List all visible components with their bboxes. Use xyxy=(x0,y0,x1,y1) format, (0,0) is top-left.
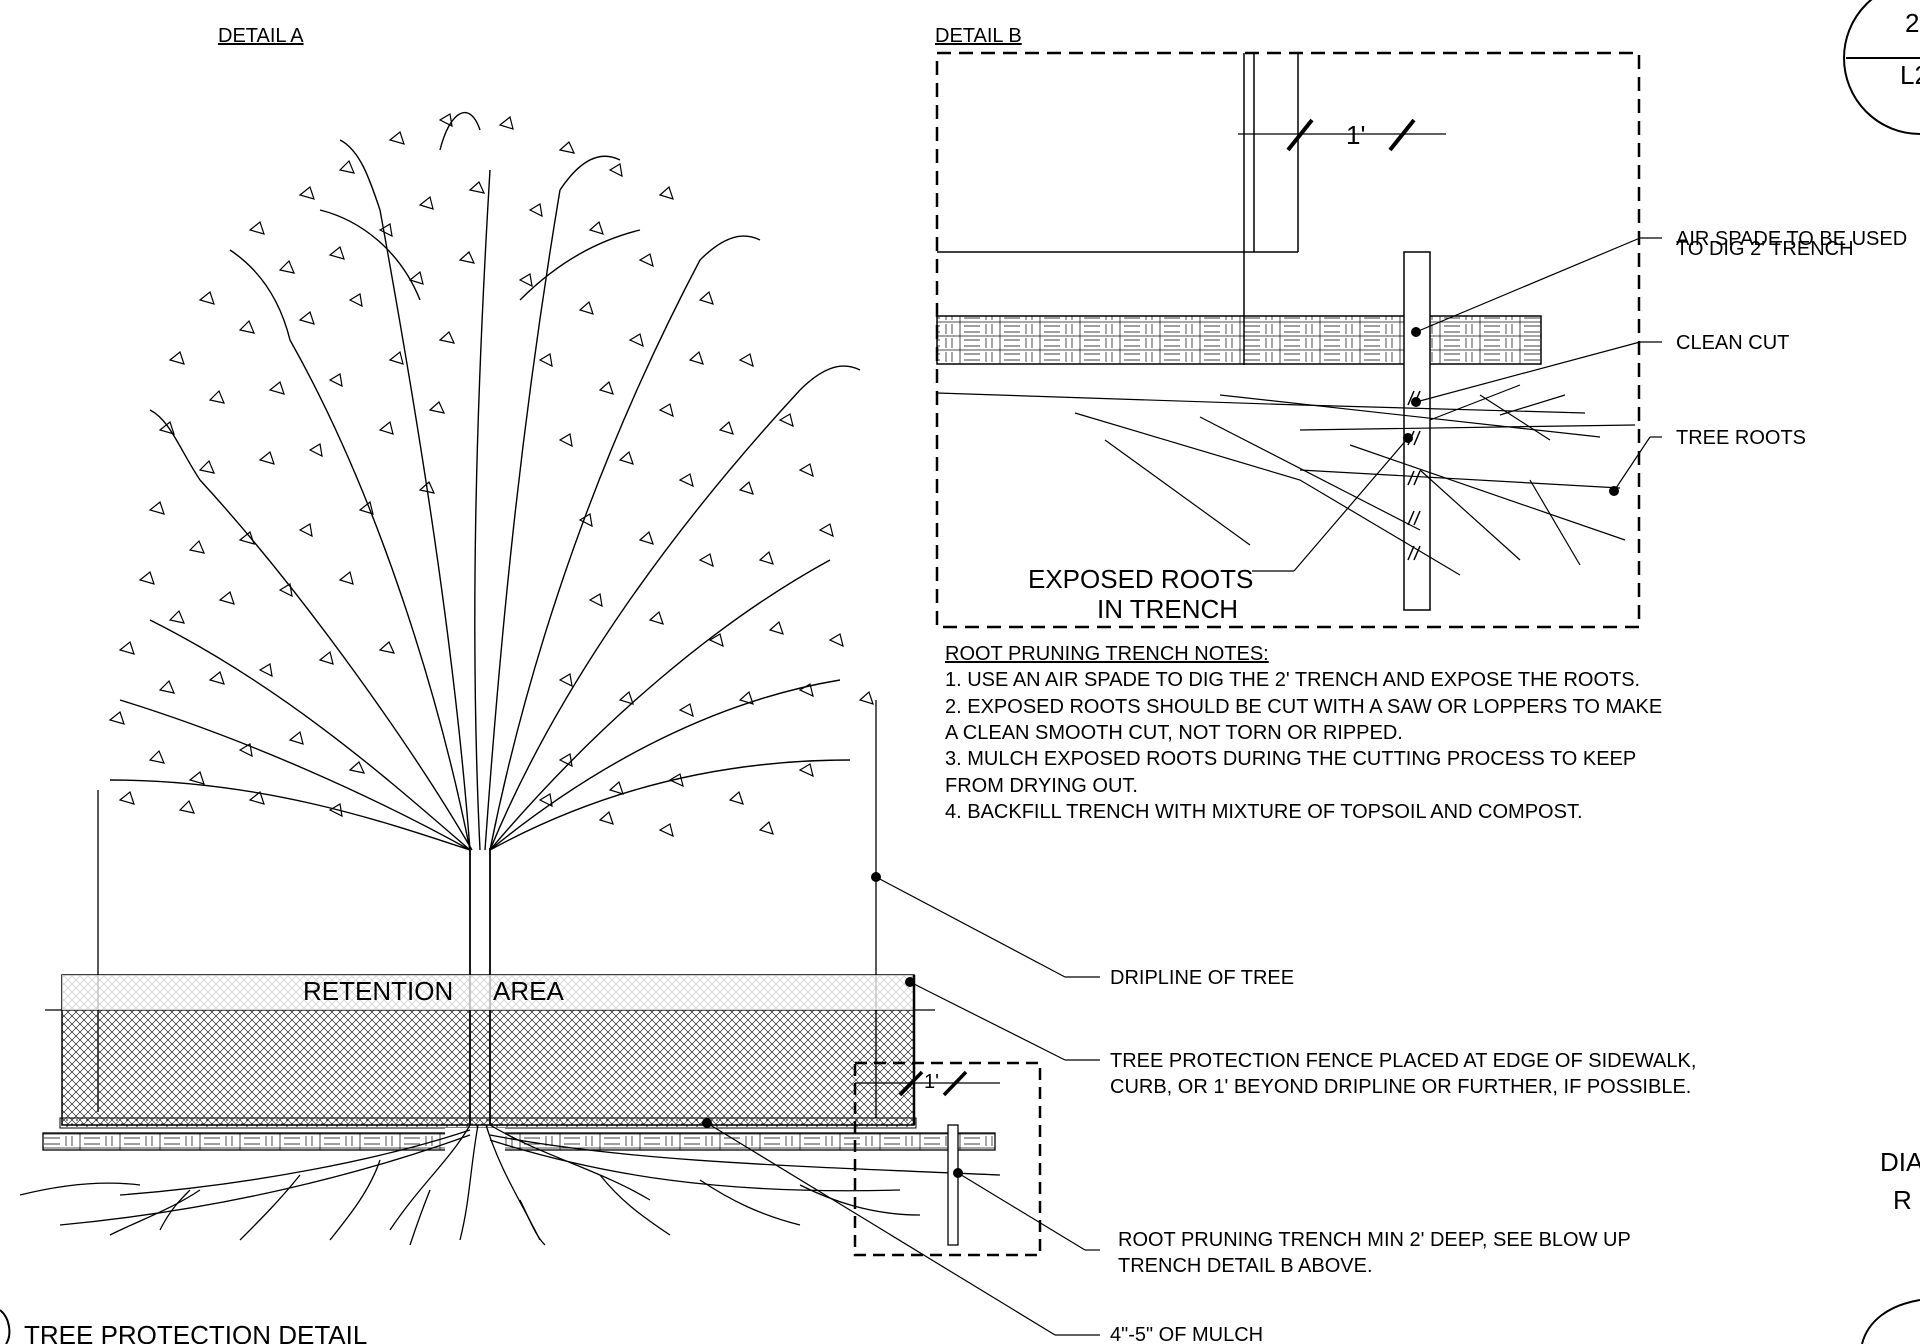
callout-dripline: DRIPLINE OF TREE xyxy=(1110,967,1294,989)
note-line-5: FROM DRYING OUT. xyxy=(945,775,1138,797)
note-line-2: 2. EXPOSED ROOTS SHOULD BE CUT WITH A SA… xyxy=(945,696,1662,718)
note-line-6: 4. BACKFILL TRENCH WITH MIXTURE OF TOPSO… xyxy=(945,801,1583,823)
detail-title-bubble xyxy=(0,1309,11,1344)
detail-b-title: DETAIL B xyxy=(935,25,1022,47)
detail-b-trench xyxy=(1403,251,1431,611)
side-bubble xyxy=(1861,1299,1920,1344)
pruning-notes: ROOT PRUNING TRENCH NOTES: 1. USE AN AIR… xyxy=(945,643,1662,823)
sheet-reference-bubble: 2 L2 xyxy=(1843,0,1920,135)
tree-crown xyxy=(109,111,861,851)
retention-label-right: AREA xyxy=(493,976,564,1006)
sidewalk-pavers xyxy=(42,1132,996,1151)
detail-a-dimension: 1' xyxy=(924,1071,939,1093)
callout-clean-cut: CLEAN CUT xyxy=(1676,332,1789,354)
sheet-ref-number: 2 xyxy=(1905,8,1919,38)
callout-mulch: 4"-5" OF MULCH xyxy=(1110,1324,1263,1344)
mulch-layer xyxy=(59,1117,917,1129)
detail-title: TREE PROTECTION DETAIL xyxy=(24,1320,367,1344)
detail-b-dimension: 1' xyxy=(1346,120,1365,150)
side-text-1: DIA xyxy=(1880,1147,1920,1177)
callout-fence-2: CURB, OR 1' BEYOND DRIPLINE OR FURTHER, … xyxy=(1110,1076,1691,1098)
callout-tree-roots: TREE ROOTS xyxy=(1676,427,1806,449)
tree-roots xyxy=(19,1124,1001,1246)
callout-trench-2: TRENCH DETAIL B ABOVE. xyxy=(1118,1255,1373,1277)
retention-label-left: RETENTION xyxy=(303,976,453,1006)
side-text-2: R xyxy=(1893,1185,1912,1215)
detail-a-title: DETAIL A xyxy=(218,25,304,47)
tree-leaves xyxy=(108,113,874,838)
note-line-3: A CLEAN SMOOTH CUT, NOT TORN OR RIPPED. xyxy=(945,722,1403,744)
detail-a-trench xyxy=(947,1124,959,1246)
detail-b-pavers xyxy=(936,315,1542,365)
callout-air-spade-2: TO DIG 2' TRENCH xyxy=(1676,238,1854,260)
callout-exposed-roots-1: EXPOSED ROOTS xyxy=(1028,564,1253,594)
detail-b: 1' AIR SPADE TO BE USED xyxy=(935,51,1907,629)
callout-air-spade-1: AIR SPADE TO BE USED xyxy=(1676,228,1907,250)
detail-b-callout-frame xyxy=(853,1061,1042,1257)
callout-trench-1: ROOT PRUNING TRENCH MIN 2' DEEP, SEE BLO… xyxy=(1118,1229,1631,1251)
note-line-4: 3. MULCH EXPOSED ROOTS DURING THE CUTTIN… xyxy=(945,748,1636,770)
callout-exposed-roots-2: IN TRENCH xyxy=(1097,594,1238,624)
notes-heading: ROOT PRUNING TRENCH NOTES: xyxy=(945,643,1269,665)
note-line-1: 1. USE AN AIR SPADE TO DIG THE 2' TRENCH… xyxy=(945,669,1640,691)
sheet-ref-sheet: L2 xyxy=(1900,60,1920,90)
detail-a: RETENTION AREA xyxy=(19,111,1696,1344)
callout-fence-1: TREE PROTECTION FENCE PLACED AT EDGE OF … xyxy=(1110,1050,1696,1072)
